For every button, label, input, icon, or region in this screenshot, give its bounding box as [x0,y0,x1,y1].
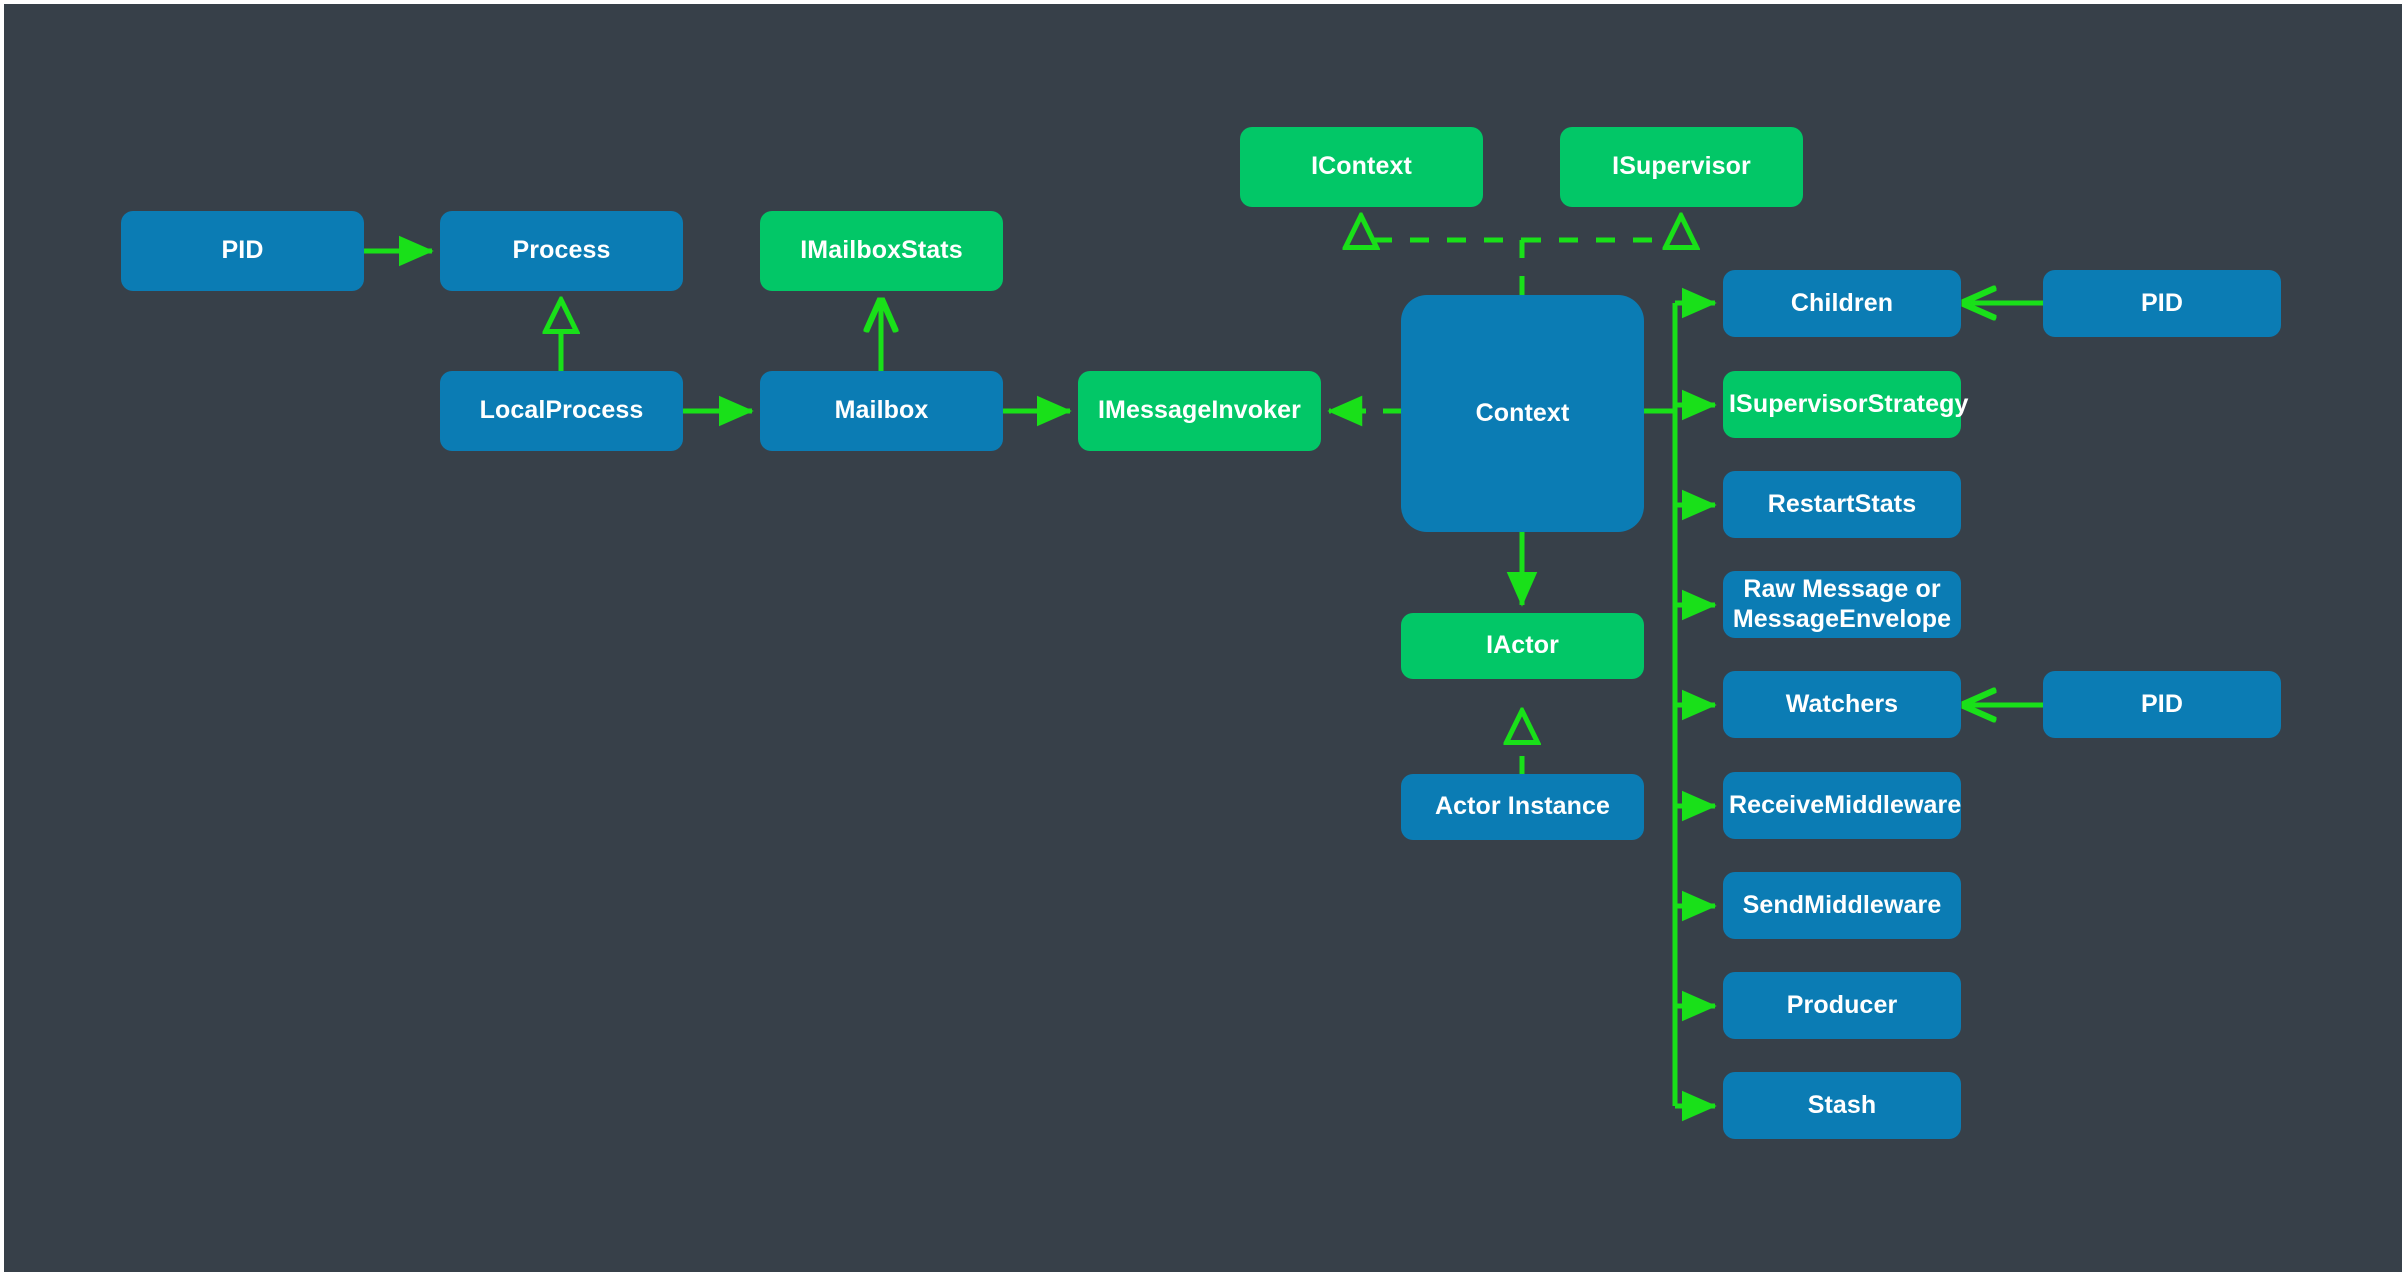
node-label: PID [2141,689,2183,718]
node-label: Stash [1807,1090,1877,1119]
node-imailboxstats[interactable]: IMailboxStats [760,211,1003,291]
node-label: Raw Message or MessageEnvelope [1732,575,1952,633]
node-raw-message-or-message-envelope[interactable]: Raw Message or MessageEnvelope [1723,571,1961,638]
node-label: ISupervisorStrategy [1729,389,1969,418]
node-label: Watchers [1785,689,1899,718]
node-children[interactable]: Children [1723,270,1961,337]
node-label: PID [2141,288,2183,317]
node-label: IActor [1486,631,1559,660]
node-isupervisorstrategy[interactable]: ISupervisorStrategy [1723,371,1969,438]
node-context[interactable]: Context [1401,295,1644,532]
node-watchers[interactable]: Watchers [1723,671,1961,738]
node-producer[interactable]: Producer [1723,972,1961,1039]
node-label: Producer [1786,990,1898,1019]
node-sendmiddleware[interactable]: SendMiddleware [1723,872,1961,939]
node-mailbox[interactable]: Mailbox [760,371,1003,451]
node-label: PID [221,236,264,265]
node-pid-watchers[interactable]: PID [2043,671,2281,738]
node-label: IContext [1311,152,1412,181]
node-label: Process [512,236,611,265]
node-restartstats[interactable]: RestartStats [1723,471,1961,538]
node-receivemiddleware[interactable]: ReceiveMiddleware [1723,772,1961,839]
diagram-board [4,4,2402,1272]
node-label: Children [1790,288,1894,317]
node-actor-instance[interactable]: Actor Instance [1401,774,1644,840]
node-iactor[interactable]: IActor [1401,613,1644,679]
node-label: RestartStats [1767,489,1917,518]
node-pid-children[interactable]: PID [2043,270,2281,337]
node-label: ReceiveMiddleware [1729,790,1962,819]
node-stash[interactable]: Stash [1723,1072,1961,1139]
node-process[interactable]: Process [440,211,683,291]
node-pid-left[interactable]: PID [121,211,364,291]
node-isupervisor[interactable]: ISupervisor [1560,127,1803,207]
node-label: LocalProcess [479,396,644,425]
node-label: Actor Instance [1434,792,1611,821]
node-label: Mailbox [834,396,929,425]
node-localprocess[interactable]: LocalProcess [440,371,683,451]
node-label: ISupervisor [1612,152,1751,181]
node-label: IMessageInvoker [1098,396,1301,425]
node-label: SendMiddleware [1742,890,1942,919]
node-label: IMailboxStats [800,236,963,265]
node-icontext[interactable]: IContext [1240,127,1483,207]
node-imessageinvoker[interactable]: IMessageInvoker [1078,371,1321,451]
node-label: Context [1475,398,1570,427]
